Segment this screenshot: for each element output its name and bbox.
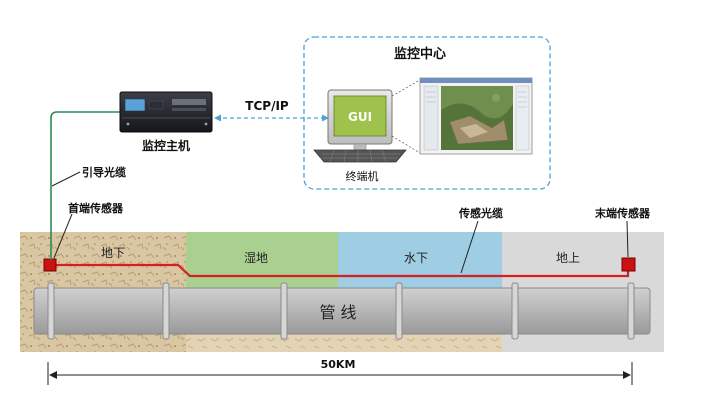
pipe-flange — [511, 282, 519, 340]
distance-label: 50KM — [321, 358, 356, 371]
sensing-fiber-callout — [460, 220, 479, 274]
monitor-center-box — [303, 36, 551, 190]
rack-server-icon — [119, 91, 213, 133]
terminal-label: 终端机 — [346, 169, 379, 183]
tcpip-arrow-left — [214, 114, 221, 122]
end-sensor-callout — [626, 220, 629, 258]
distance-arrow-left — [49, 371, 57, 379]
pipe-flanges — [47, 282, 635, 340]
end-sensor-label: 末端传感器 — [594, 206, 651, 220]
head-sensor-marker — [43, 258, 57, 272]
pipe-flange — [627, 282, 635, 340]
pipeline: 管 线 — [33, 282, 651, 340]
zoom-line-top — [391, 79, 421, 97]
pipe-body — [33, 287, 651, 335]
lead-fiber-callout — [51, 171, 81, 187]
distance-arrow-right — [623, 371, 631, 379]
zone-wetland — [186, 232, 338, 292]
zone-label-underwater: 水下 — [404, 251, 428, 265]
protocol-label: TCP/IP — [245, 99, 289, 113]
zoom-line-bottom — [391, 135, 421, 154]
pipe-flange — [280, 282, 288, 340]
pipe-flange — [162, 282, 170, 340]
sensing-fiber-line — [52, 263, 630, 278]
head-sensor-callout — [53, 213, 73, 259]
sensing-fiber-label: 传感光缆 — [458, 206, 503, 220]
tcpip-arrow-right — [322, 114, 329, 122]
zone-underwater — [338, 232, 502, 292]
pipe-flange — [47, 282, 55, 340]
gui-label: GUI — [348, 110, 372, 124]
zone-label-underground: 地下 — [101, 246, 125, 260]
head-sensor-label: 首端传感器 — [68, 201, 124, 215]
pipeline-label: 管 线 — [319, 303, 356, 322]
host-label: 监控主机 — [142, 138, 190, 153]
lead-fiber-line — [50, 111, 122, 260]
gis-map-screenshot-icon — [419, 77, 533, 155]
zone-label-aboveground: 地上 — [556, 251, 580, 265]
zone-label-wetland: 湿地 — [244, 250, 268, 265]
distance-marker: 50KM — [47, 358, 633, 385]
end-sensor-marker — [621, 257, 636, 272]
desktop-computer-icon — [313, 89, 407, 163]
lead-fiber-label: 引导光缆 — [82, 165, 126, 179]
pipe-flange — [395, 282, 403, 340]
monitor-center-label: 监控中心 — [394, 46, 446, 62]
